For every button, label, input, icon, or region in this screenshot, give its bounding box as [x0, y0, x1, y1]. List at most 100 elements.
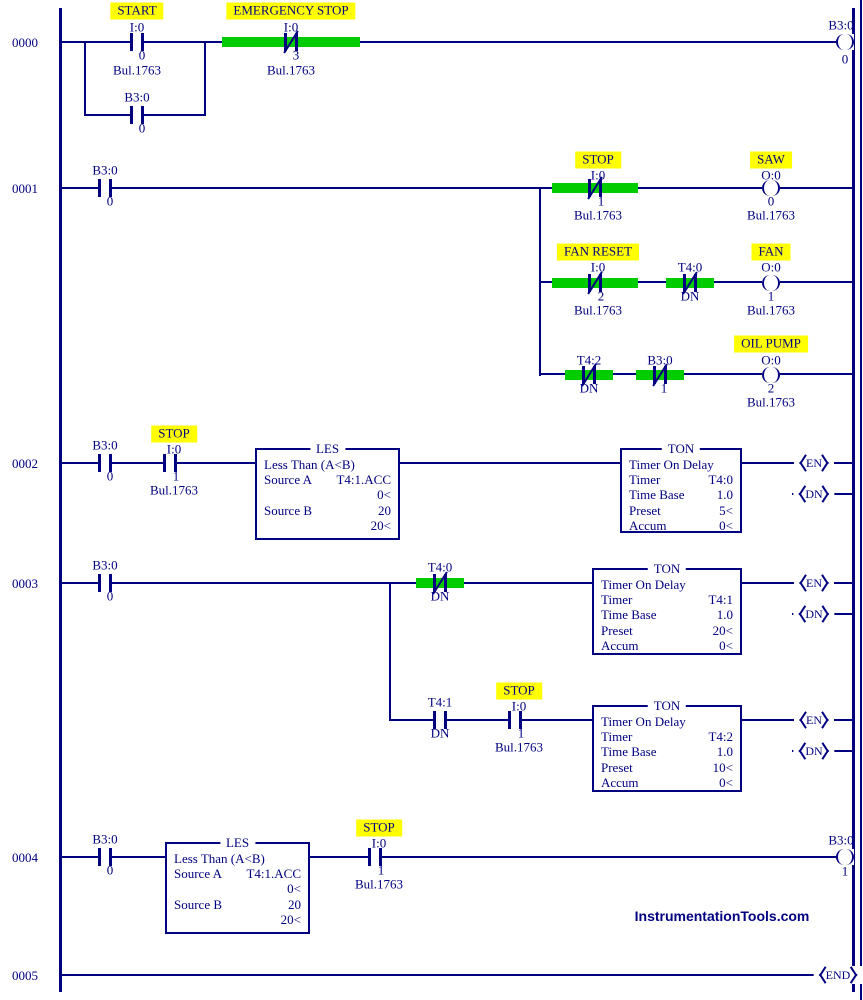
no-contact-b3-0[interactable]: [98, 574, 112, 592]
tag-label: FAN RESET: [556, 243, 640, 261]
end-coil[interactable]: END: [813, 966, 863, 984]
param-label: Time Base: [601, 744, 657, 760]
no-contact-start[interactable]: [130, 33, 144, 51]
tag-label: STOP: [356, 819, 402, 837]
param-current: 20<: [370, 518, 391, 534]
en-bit-coil[interactable]: EN: [794, 574, 834, 592]
no-contact-stop[interactable]: [163, 454, 177, 472]
param-value: 0<: [719, 638, 733, 654]
param-label: Source B: [264, 502, 313, 518]
tag-label: OIL PUMP: [734, 335, 808, 353]
coil-label: DN: [805, 487, 823, 501]
contact-bit: 2: [597, 288, 605, 304]
en-bit-coil[interactable]: EN: [794, 454, 834, 472]
param-label: Time Base: [601, 607, 657, 623]
contact-bit: 0: [138, 120, 146, 136]
coil-bracket-left-icon: [795, 605, 807, 623]
rung-number[interactable]: 0004: [12, 850, 38, 865]
rung-number[interactable]: 0002: [12, 456, 38, 471]
contact-bit: 0: [106, 588, 114, 604]
nc-contact-t4-0-dn[interactable]: [682, 271, 698, 295]
coil-bracket-right-icon: [821, 605, 833, 623]
no-contact-b3-0[interactable]: [98, 848, 112, 866]
right-power-rail: [852, 8, 855, 992]
coil-label: EN: [806, 456, 822, 470]
param-value: T4:1.ACC: [246, 866, 301, 882]
no-contact-b3-0[interactable]: [98, 454, 112, 472]
param-label: Source B: [174, 896, 223, 912]
coil-address: O:0: [761, 259, 781, 275]
coil-bit: 1: [767, 288, 775, 304]
coil-bracket-left-icon: [796, 454, 807, 472]
dn-bit-coil[interactable]: DN: [793, 605, 835, 623]
no-contact-stop[interactable]: [508, 711, 522, 729]
branch-wire: [84, 114, 206, 116]
coil-bit: 0: [767, 193, 775, 209]
param-label: Timer: [601, 592, 633, 608]
en-bit-coil[interactable]: EN: [794, 711, 834, 729]
param-value: T4:1.ACC: [336, 472, 391, 488]
tag-label: START: [110, 2, 164, 20]
param-label: Timer: [601, 729, 633, 745]
rung-wire: [60, 187, 854, 189]
no-contact-stop[interactable]: [368, 848, 382, 866]
output-coil-fan[interactable]: [762, 275, 780, 291]
instruction-title: TON: [647, 562, 687, 575]
output-coil-b3-0[interactable]: [836, 34, 854, 50]
coil-bit: 0: [841, 51, 849, 67]
module-label: Bul.1763: [112, 62, 162, 78]
dn-bit-coil[interactable]: DN: [793, 485, 835, 503]
contact-bit: 1: [377, 862, 385, 878]
instruction-desc: Timer On Delay: [629, 456, 714, 472]
coil-address: O:0: [761, 352, 781, 368]
no-contact-t4-1-dn[interactable]: [433, 711, 447, 729]
instruction-title: LES: [309, 442, 346, 455]
rung-number[interactable]: 0003: [12, 576, 38, 591]
nc-contact-t4-2-dn[interactable]: [581, 363, 597, 387]
module-label: Bul.1763: [573, 207, 623, 223]
output-coil-oil-pump[interactable]: [762, 367, 780, 383]
rung-wire: [60, 462, 854, 464]
rung-number[interactable]: 0005: [12, 968, 38, 983]
param-label: Accum: [601, 638, 639, 654]
nc-contact-t4-0-dn[interactable]: [432, 571, 448, 595]
rung-number[interactable]: 0001: [12, 181, 38, 196]
module-label: Bul.1763: [494, 739, 544, 755]
contact-bit: 1: [660, 380, 668, 396]
nc-contact-emergency-stop[interactable]: [283, 30, 299, 54]
nc-contact-stop[interactable]: [587, 176, 603, 200]
contact-bit: 0: [106, 468, 114, 484]
coil-address: B3:0: [828, 832, 854, 848]
output-coil-b3-1[interactable]: [836, 849, 854, 865]
contact-bit: DN: [680, 288, 700, 304]
contact-address: I:0: [590, 259, 606, 275]
rung-wire: [60, 856, 854, 858]
contact-address: I:0: [371, 835, 387, 851]
coil-address: O:0: [761, 167, 781, 183]
coil-bracket-left-icon: [795, 485, 807, 503]
contact-address: B3:0: [92, 831, 118, 847]
contact-address: I:0: [129, 19, 145, 35]
no-contact-b3-0-seal[interactable]: [130, 106, 144, 124]
nc-contact-fan-reset[interactable]: [587, 271, 603, 295]
dn-bit-coil[interactable]: DN: [793, 742, 835, 760]
coil-bit: 1: [841, 863, 849, 879]
coil-bracket-right-icon: [821, 711, 832, 729]
watermark: InstrumentationTools.com: [634, 908, 810, 924]
nc-contact-b3-0-1[interactable]: [652, 363, 668, 387]
contact-bit: 1: [597, 193, 605, 209]
no-contact-b3-0[interactable]: [98, 179, 112, 197]
contact-address: T4:2: [576, 352, 602, 368]
param-value: T4:2: [708, 729, 733, 745]
module-label: Bul.1763: [746, 302, 796, 318]
tag-label: FAN: [751, 243, 791, 261]
output-coil-saw[interactable]: [762, 180, 780, 196]
instruction-desc: Less Than (A<B): [174, 850, 265, 866]
rung-number[interactable]: 0000: [12, 35, 38, 50]
coil-bracket-right-icon: [821, 454, 832, 472]
